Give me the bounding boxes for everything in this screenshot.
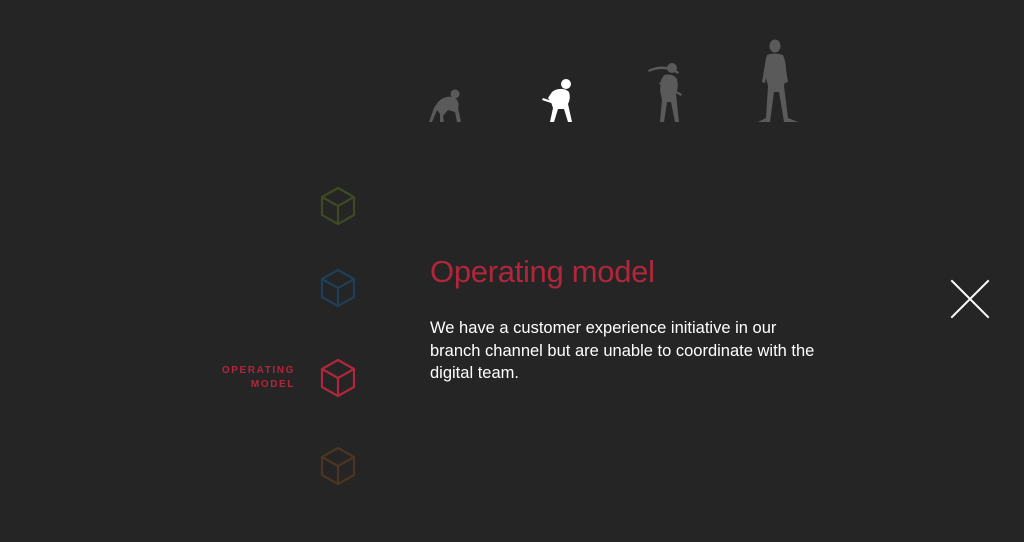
cube-icon [320, 186, 356, 226]
hunter-hominid-icon[interactable] [646, 60, 688, 124]
content-title: Operating model [430, 254, 655, 289]
cube-label-line2: MODEL [250, 379, 295, 390]
cube-nav-3-operating-model[interactable] [319, 358, 357, 398]
cube-nav-4[interactable] [319, 446, 357, 486]
cube-icon [320, 446, 356, 486]
cube-nav-1[interactable] [319, 186, 357, 226]
cube-nav-3-label: OPERATING MODEL [175, 364, 295, 392]
cube-nav-2[interactable] [319, 268, 357, 308]
modern-human-icon[interactable] [754, 38, 802, 124]
cube-icon [320, 358, 356, 398]
early-hominid-tool-icon[interactable] [538, 76, 578, 126]
cube-label-line1: OPERATING [221, 365, 295, 376]
content-description: We have a customer experience initiative… [430, 319, 815, 382]
close-button[interactable] [950, 279, 990, 319]
cube-icon [320, 268, 356, 308]
close-icon [950, 279, 990, 319]
ape-crouching-icon[interactable] [428, 86, 468, 126]
